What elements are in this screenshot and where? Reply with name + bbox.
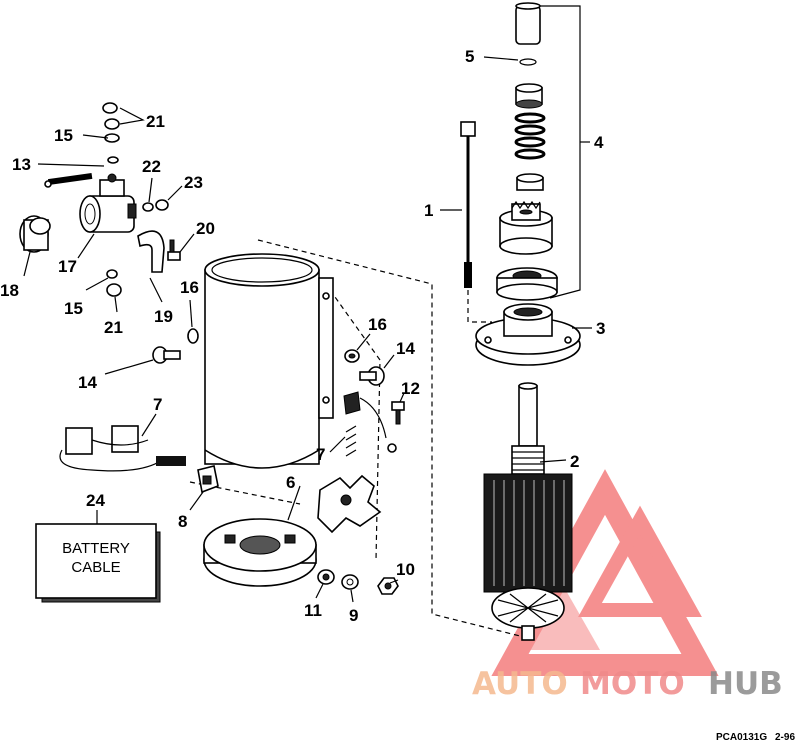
callout-21-bottom: 21 [104, 318, 123, 337]
callout-7-right: 7 [316, 445, 325, 464]
callout-11: 11 [304, 601, 322, 620]
solenoid [79, 173, 137, 233]
callout-14-left: 14 [78, 373, 97, 392]
callout-12: 12 [401, 379, 420, 398]
brush-plate [317, 474, 382, 534]
nut-21-top-a [102, 102, 118, 114]
washer-11 [317, 569, 335, 585]
callout-2: 2 [570, 452, 579, 471]
footer-date: 2-96 [775, 732, 795, 743]
callout-24: 24 [86, 491, 105, 510]
washer-15-top-b [107, 156, 119, 164]
screw-14-right [359, 366, 385, 386]
leader-lines [23, 56, 592, 603]
solenoid-boot [19, 215, 51, 253]
lockwasher-16-left [187, 328, 199, 344]
watermark-moto: MOTO [580, 666, 685, 702]
armature [483, 382, 573, 641]
drive-nut [496, 267, 558, 301]
callout-23: 23 [184, 173, 203, 192]
washer-9 [341, 574, 359, 590]
callout-13: 13 [12, 155, 31, 174]
callout-4: 4 [594, 133, 604, 152]
watermark-auto: AUTO [472, 666, 568, 702]
callout-9: 9 [349, 606, 358, 625]
watermark-text: AUTO MOTO HUB [472, 666, 783, 702]
nut-10 [377, 577, 399, 595]
spring-collar [515, 83, 543, 109]
brush-lead-assembly [59, 425, 186, 472]
nut-21-bottom [106, 283, 122, 297]
callout-16-left: 16 [180, 278, 199, 297]
battery-cable-label-line2: CABLE [71, 559, 120, 576]
callout-20: 20 [196, 219, 215, 238]
drive-end-cap [475, 303, 581, 366]
nut-22 [142, 202, 154, 212]
callout-14-right: 14 [396, 339, 415, 358]
terminal-stud [44, 172, 93, 188]
battery-cable-label-line1: BATTERY [62, 540, 130, 557]
nut-23 [155, 199, 169, 211]
callout-10: 10 [396, 560, 415, 579]
footer-code: PCA0131G [716, 732, 767, 743]
watermark-hub: HUB [708, 666, 783, 702]
callout-21-top: 21 [146, 112, 165, 131]
callout-15-top: 15 [54, 126, 73, 145]
callout-16-right: 16 [368, 315, 387, 334]
screw [391, 401, 405, 425]
spacer-ring [516, 173, 544, 191]
thru-bolt [460, 121, 476, 288]
callout-labels: 1 2 3 4 5 6 7 7 8 9 10 11 12 13 14 14 15… [0, 47, 605, 625]
drive-sleeve [515, 2, 541, 45]
callout-17: 17 [58, 257, 77, 276]
callout-22: 22 [142, 157, 161, 176]
callout-1: 1 [424, 201, 433, 220]
callout-18: 18 [0, 281, 19, 300]
snap-ring [519, 58, 537, 66]
field-frame [204, 253, 334, 469]
solenoid-bracket [137, 230, 165, 273]
battery-cable-box [35, 523, 161, 603]
callout-5: 5 [465, 47, 474, 66]
screw-14-left [152, 346, 181, 364]
callout-7-left: 7 [153, 395, 162, 414]
callout-19: 19 [154, 307, 173, 326]
washer-15-bottom [106, 269, 118, 279]
callout-15-bottom: 15 [64, 299, 83, 318]
lockwasher-16-right [344, 349, 360, 363]
brush-clip [197, 465, 219, 494]
pinion-gear [499, 200, 553, 255]
nut-21-top-b [104, 118, 120, 130]
callout-6: 6 [286, 473, 295, 492]
brush-spring [343, 391, 397, 457]
commutator-end-cap [203, 518, 317, 587]
screw-20 [167, 239, 181, 261]
callout-3: 3 [596, 319, 605, 338]
callout-8: 8 [178, 512, 187, 531]
drive-spring [514, 112, 546, 160]
